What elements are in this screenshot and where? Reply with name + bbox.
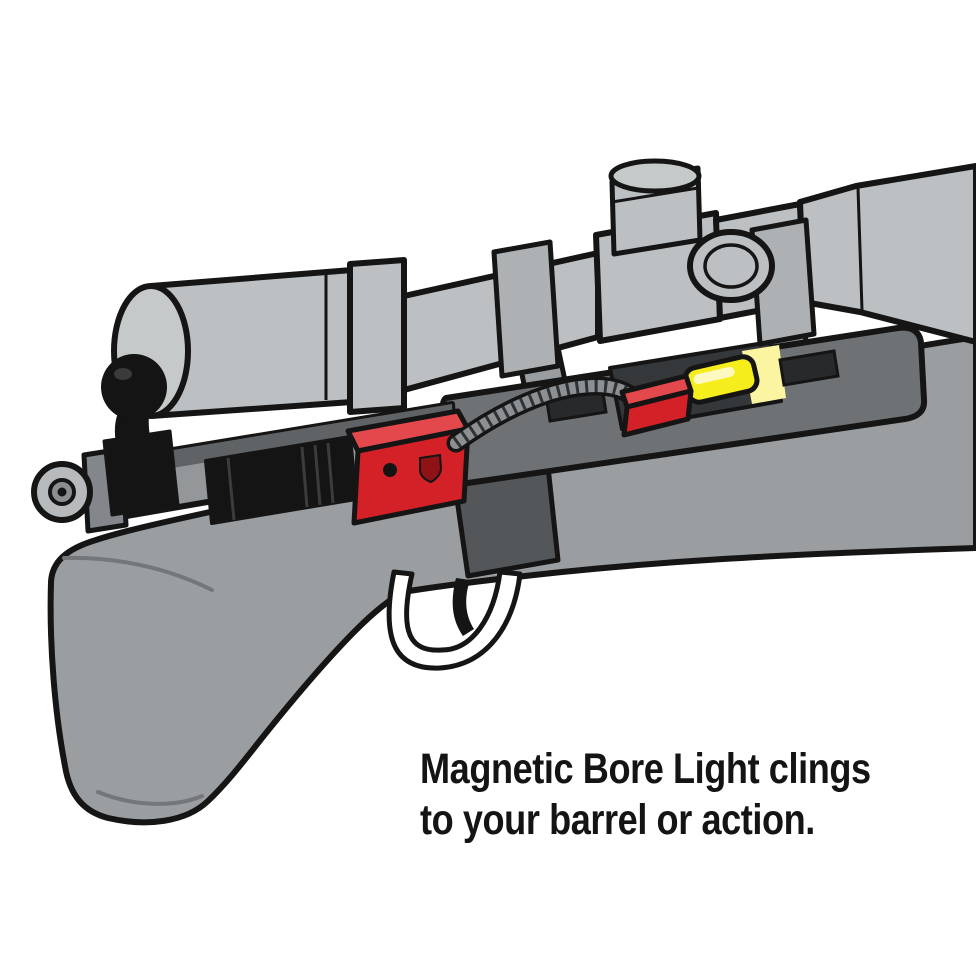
bore-light-shield-logo: [419, 453, 443, 484]
scope-power-ring: [347, 257, 407, 415]
bolt-firing-pin: [57, 487, 67, 497]
bore-light: [204, 354, 760, 526]
trigger: [452, 578, 474, 636]
bolt-body-shading: [88, 404, 453, 482]
stock-grip-cap-line: [96, 790, 204, 806]
glow-tip-highlight: [693, 366, 735, 385]
scope: [111, 158, 976, 419]
bolt-handle-knob: [101, 354, 167, 420]
stock-comb-line: [62, 555, 214, 592]
knurl-line-3: [326, 442, 335, 504]
knurl-line-2: [313, 444, 322, 506]
scope-objective-bell: [797, 163, 976, 345]
bore-light-button: [383, 463, 397, 477]
scope-ring-front: [491, 239, 561, 379]
bore-light-body-front: [351, 426, 471, 526]
scope-base-rear: [778, 349, 840, 387]
trigger-guard: [386, 569, 523, 671]
scope-side-knob: [687, 229, 775, 303]
caption: Magnetic Bore Light clings to your barre…: [420, 744, 871, 845]
trigger-guard-bow: [386, 569, 523, 671]
battery-cap-seam: [226, 457, 236, 521]
caption-line-2: to your barrel or action.: [420, 795, 815, 844]
bolt-knob-highlight: [114, 368, 132, 380]
scope-turret-cap: [608, 158, 702, 194]
knurl-line-1: [300, 446, 309, 508]
scope-side-knob-ring: [703, 243, 759, 289]
bore-light-head-front: [621, 388, 694, 438]
scope-objective-seam: [856, 187, 864, 311]
caption-line-1: Magnetic Bore Light clings: [420, 745, 871, 793]
scope-turret-flange: [611, 186, 699, 204]
